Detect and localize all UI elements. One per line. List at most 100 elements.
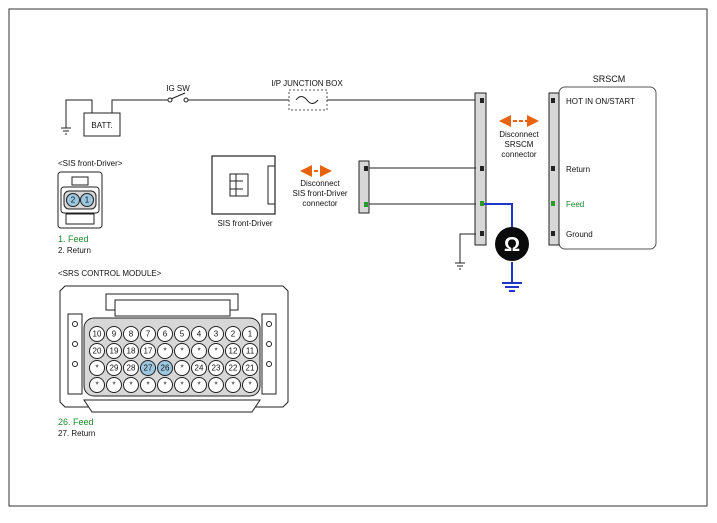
- srs-pin-label: *: [248, 381, 251, 390]
- srs-pin-label: 5: [180, 330, 185, 339]
- srs-pin: [89, 377, 105, 393]
- disconnect-srscm-line1: Disconnect: [499, 130, 539, 139]
- srscm-harness-connector: [474, 92, 487, 246]
- srs-pin: [225, 360, 241, 376]
- srs-pin: [242, 377, 258, 393]
- srs-pin-label: *: [112, 381, 115, 390]
- sis-pin-2: 2: [71, 196, 76, 205]
- disconnect-srscm-line3: connector: [501, 150, 536, 159]
- srs-pin: [140, 360, 156, 376]
- srs-pin-label: 26: [161, 364, 170, 373]
- sis-section-title: <SIS front-Driver>: [58, 159, 123, 168]
- srs-pin-label: *: [163, 347, 166, 356]
- srs-pin-label: 7: [146, 330, 151, 339]
- srs-pin-label: 28: [127, 364, 136, 373]
- sis-component-label: SIS front-Driver: [217, 219, 272, 228]
- srs-pin: [242, 343, 258, 359]
- sis-return-note: 2. Return: [58, 246, 91, 255]
- srscm-hot-in: HOT IN ON/START: [566, 97, 635, 106]
- srs-pin: [242, 360, 258, 376]
- srs-pin-label: 18: [127, 347, 136, 356]
- srs-pin-label: 8: [129, 330, 134, 339]
- srs-pin-label: 10: [93, 330, 102, 339]
- srs-pin-label: *: [231, 381, 234, 390]
- srscm-ground: Ground: [566, 230, 593, 239]
- srs-pin: [106, 326, 122, 342]
- srs-pin-label: 21: [246, 364, 255, 373]
- srs-pin: [157, 360, 173, 376]
- srs-pin-label: *: [180, 381, 183, 390]
- ohm-symbol: Ω: [504, 234, 520, 256]
- srs-pin: [157, 343, 173, 359]
- srs-pin: [89, 360, 105, 376]
- srscm-feed: Feed: [566, 200, 584, 209]
- sis-front-driver: SIS front-Driver: [211, 155, 276, 228]
- sis-harness-connector: [358, 160, 370, 214]
- battery-ground-wire: [65, 99, 93, 128]
- srs-pin-label: 6: [163, 330, 168, 339]
- srs-pin-label: *: [197, 381, 200, 390]
- srs-pin-label: *: [163, 381, 166, 390]
- battery-label: BATT.: [91, 121, 112, 130]
- srs-pin-label: *: [214, 381, 217, 390]
- srs-pin-label: 11: [246, 347, 255, 356]
- battery-positive-wire: [111, 99, 168, 107]
- srs-pin-label: *: [95, 381, 98, 390]
- srs-pin: [225, 326, 241, 342]
- ohmmeter-icon: Ω: [495, 227, 529, 261]
- ground-symbol-meter: [502, 282, 522, 292]
- srscm-module: [548, 86, 657, 250]
- srscm-title: SRSCM: [593, 74, 626, 84]
- srs-feed-note: 26. Feed: [58, 417, 94, 427]
- srs-pin: [174, 360, 190, 376]
- disconnect-sis-line1: Disconnect: [300, 179, 340, 188]
- srs-pin: [208, 377, 224, 393]
- ground-symbol-connector: [455, 262, 465, 270]
- srs-pin-label: *: [129, 381, 132, 390]
- ignition-switch: IG SW: [166, 84, 190, 103]
- srs-pin-label: 2: [231, 330, 236, 339]
- srs-pin: [157, 377, 173, 393]
- sis-connector-face: [57, 171, 103, 229]
- feed-probe-wire: [484, 203, 513, 237]
- srs-pin-label: *: [95, 364, 98, 373]
- srs-pin: [106, 360, 122, 376]
- disconnect-sis-line2: SIS front-Driver: [292, 189, 347, 198]
- srs-pin: [225, 377, 241, 393]
- srs-pin: [242, 326, 258, 342]
- wire-ground: [459, 233, 476, 263]
- srs-pin-label: 24: [195, 364, 204, 373]
- srs-pin: [140, 343, 156, 359]
- srs-return-note: 27. Return: [58, 429, 95, 438]
- srs-pin: [174, 343, 190, 359]
- srs-pin-label: *: [146, 381, 149, 390]
- srs-pin: [191, 343, 207, 359]
- srs-pin-label: 29: [110, 364, 119, 373]
- srs-pin-label: 23: [212, 364, 221, 373]
- srs-pin: [208, 326, 224, 342]
- srs-pin-label: *: [214, 347, 217, 356]
- ig-sw-label: IG SW: [166, 84, 190, 93]
- battery: BATT.: [83, 107, 121, 137]
- srs-pin-label: *: [180, 364, 183, 373]
- srs-pin-label: 9: [112, 330, 117, 339]
- srs-pin-label: 1: [248, 330, 253, 339]
- srs-pin-label: 27: [144, 364, 153, 373]
- srs-pin: [157, 326, 173, 342]
- srs-pin: [191, 360, 207, 376]
- srs-pin: [208, 360, 224, 376]
- srs-pin-label: *: [180, 347, 183, 356]
- srs-pin-label: 20: [93, 347, 102, 356]
- srs-pin: [123, 343, 139, 359]
- srs-pin-label: 17: [144, 347, 153, 356]
- srs-pin: [140, 377, 156, 393]
- srs-pin: [123, 326, 139, 342]
- sis-pin-1: 1: [85, 196, 90, 205]
- srs-pin: [123, 377, 139, 393]
- junction-box-label: I/P JUNCTION BOX: [271, 79, 343, 88]
- fuse-icon: [295, 96, 319, 104]
- srs-pin: [140, 326, 156, 342]
